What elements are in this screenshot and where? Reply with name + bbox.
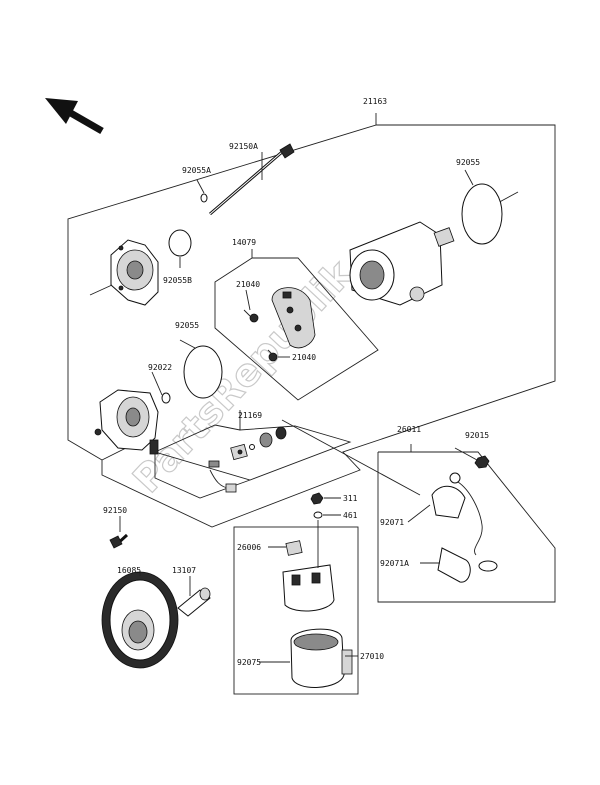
label-92015: 92015 <box>465 431 489 440</box>
relay-nut <box>310 492 324 505</box>
brush-holder <box>230 443 248 461</box>
cable-box <box>281 419 556 603</box>
label-27010: 27010 <box>360 652 384 661</box>
label-92055-right: 92055 <box>456 158 480 167</box>
relay-cover <box>290 628 353 688</box>
brush-spring-lower <box>267 349 278 362</box>
brush-set-box <box>153 410 352 499</box>
rear-cover <box>94 389 159 455</box>
terminal-cap <box>431 485 466 519</box>
label-92071A: 92071A <box>380 559 409 568</box>
starter-cable <box>449 472 498 572</box>
terminal-nut <box>474 455 490 469</box>
label-461: 461 <box>343 511 358 520</box>
small-oring <box>200 193 208 203</box>
front-arrow-icon <box>45 98 104 135</box>
relay-box <box>233 526 359 695</box>
mounting-bolt <box>109 533 129 549</box>
brush-terminal-parts <box>208 426 287 493</box>
label-92055B: 92055B <box>163 276 192 285</box>
label-92055-left: 92055 <box>175 321 199 330</box>
brush-plate-box <box>214 249 379 401</box>
front-cover <box>110 239 159 306</box>
label-21040-lower: 21040 <box>292 353 316 362</box>
label-311: 311 <box>343 494 358 503</box>
left-oring <box>183 345 223 399</box>
part-labels: 21163 92150A 92055A 92055B 92055 14079 2… <box>103 97 489 667</box>
motor-yoke <box>349 221 455 306</box>
cover-axis-line <box>89 284 113 296</box>
label-26006: 26006 <box>237 543 261 552</box>
label-92075: 92075 <box>237 658 261 667</box>
washer <box>161 392 171 404</box>
label-16085: 16085 <box>117 566 141 575</box>
label-21163: 21163 <box>363 97 387 106</box>
cover-oring <box>168 229 192 257</box>
label-92055A: 92055A <box>182 166 211 175</box>
idle-shaft <box>177 587 211 617</box>
label-92150A: 92150A <box>229 142 258 151</box>
brush-spring-upper <box>243 309 259 323</box>
label-92150: 92150 <box>103 506 127 515</box>
right-oring <box>461 183 503 245</box>
label-21040-upper: 21040 <box>236 280 260 289</box>
fuse <box>285 540 303 556</box>
label-14079: 14079 <box>232 238 256 247</box>
label-92022: 92022 <box>148 363 172 372</box>
brush-plate <box>271 287 316 349</box>
starter-relay <box>282 520 335 612</box>
label-92071: 92071 <box>380 518 404 527</box>
label-26011: 26011 <box>397 425 421 434</box>
leader-lines <box>119 152 478 663</box>
through-bolt <box>209 143 295 216</box>
label-13107: 13107 <box>172 566 196 575</box>
label-21169: 21169 <box>238 411 262 420</box>
terminal-cap-a <box>437 547 471 583</box>
relay-washer <box>313 511 323 519</box>
idle-gear <box>101 571 179 669</box>
